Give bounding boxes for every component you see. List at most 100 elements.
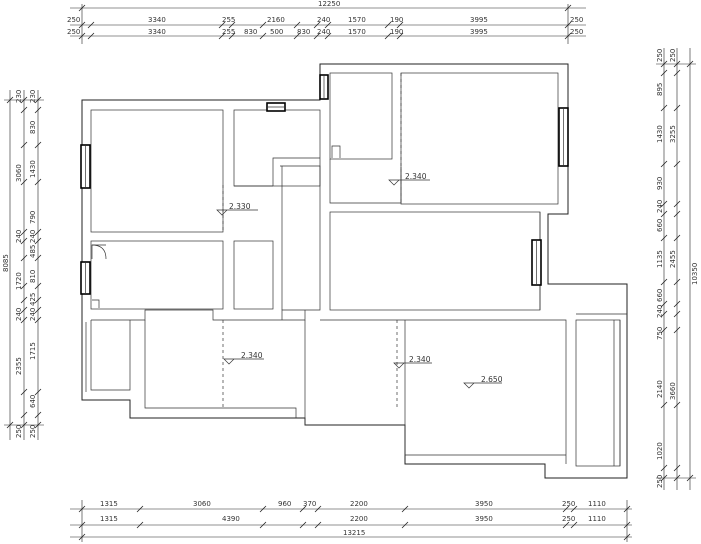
left-tick [20,388,28,396]
level-marker-3-label: 2.340 [241,351,263,360]
left-tick [20,316,28,324]
bottom-overall-dim: 13215 [343,529,365,537]
left-mid-4: 240 [15,308,23,321]
top-tick [396,32,404,40]
window-right-middle [531,239,542,286]
right-tick [673,104,681,112]
left-inner-1: 830 [29,121,37,134]
bottom-tick [136,505,144,513]
right-tick [673,464,681,472]
window-left-upper [80,144,91,189]
left-mid-2: 240 [15,230,23,243]
top-dim-2-7: 1570 [348,28,366,36]
right-tick [660,474,668,482]
left-tick [20,282,28,290]
bottom-tick [314,521,322,529]
top-dim-2-9: 3995 [470,28,488,36]
left-tick [34,106,42,114]
right-tick [660,300,668,308]
bottom-dim-2-5: 1110 [588,515,606,523]
level-marker-1-label: 2.330 [229,202,251,211]
bottom-tick [562,505,570,513]
bottom-tick [78,521,86,529]
top-tick [313,21,321,29]
left-tick [20,228,28,236]
right-dimension-lines: 250 895 1430 930 240 660 1135 660 240 75… [656,48,699,490]
right-tick [660,464,668,472]
right-inner-9: 750 [656,327,664,340]
right-tick [673,234,681,242]
right-tick [660,401,668,409]
top-tick [384,32,392,40]
left-tick [20,254,28,262]
left-mid-6: 250 [15,425,23,438]
left-mid-1: 3060 [15,164,23,182]
level-marker-5: 2.650 [463,375,503,389]
level-marker-1: 2.330 [216,202,258,216]
top-dim-1-7: 3995 [470,16,488,24]
right-tick [673,210,681,218]
window-top-right-small [319,74,329,100]
bottom-tick [78,505,86,513]
left-tick [20,296,28,304]
left-tick [34,282,42,290]
right-tick [686,60,694,68]
top-tick [324,32,332,40]
left-tick [34,228,42,236]
exterior-walls [81,63,628,479]
top-dim-2-6: 240 [317,28,330,36]
bottom-dim-1-0: 1315 [100,500,118,508]
right-tick [673,60,681,68]
top-dim-1-4: 240 [317,16,330,24]
bottom-tick [623,533,631,541]
bottom-tick [78,533,86,541]
right-inner-0: 250 [656,49,664,62]
right-inner-4: 240 [656,200,664,213]
top-tick [293,32,301,40]
right-tick [660,160,668,168]
top-dim-2-0: 250 [67,28,80,36]
top-dim-2-8: 190 [390,28,403,36]
right-outer-dim: 10350 [691,263,699,285]
left-mid-0: 230 [15,90,23,103]
left-inner-8: 240 [29,308,37,321]
bottom-dim-2-1: 4390 [222,515,240,523]
top-dim-1-8: 250 [570,16,583,24]
window-right-upper [558,107,569,167]
bottom-tick [623,521,631,529]
left-tick [20,306,28,314]
right-tick [686,474,694,482]
top-overall-dim: 12250 [318,0,340,8]
right-inner-12: 250 [656,475,664,488]
top-tick [228,21,236,29]
bottom-tick [401,521,409,529]
top-tick [384,21,392,29]
right-tick [660,234,668,242]
top-tick [259,21,267,29]
left-tick [34,141,42,149]
right-tick [660,69,668,77]
right-tick [660,310,668,318]
bottom-dim-1-2: 960 [278,500,291,508]
top-tick [324,21,332,29]
top-dim-2-1: 3340 [148,28,166,36]
right-inner-6: 1135 [656,250,664,268]
bottom-tick [401,505,409,513]
bottom-dim-1-1: 3060 [193,500,211,508]
top-dim-2-3: 830 [244,28,257,36]
left-outer-dim: 8085 [2,254,10,272]
left-tick [34,421,42,429]
right-tick [660,200,668,208]
left-inner-4: 240 [29,230,37,243]
top-dim-2-4: 500 [270,28,283,36]
right-tick [673,69,681,77]
left-mid-3: 1720 [15,272,23,290]
window-left-lower [80,261,91,295]
top-dim-1-1: 3340 [148,16,166,24]
right-tick [673,300,681,308]
bottom-dim-2-4: 250 [562,515,575,523]
bottom-dim-1-5: 3950 [475,500,493,508]
top-tick [259,32,267,40]
right-tick [660,60,668,68]
left-inner-9: 1715 [29,342,37,360]
